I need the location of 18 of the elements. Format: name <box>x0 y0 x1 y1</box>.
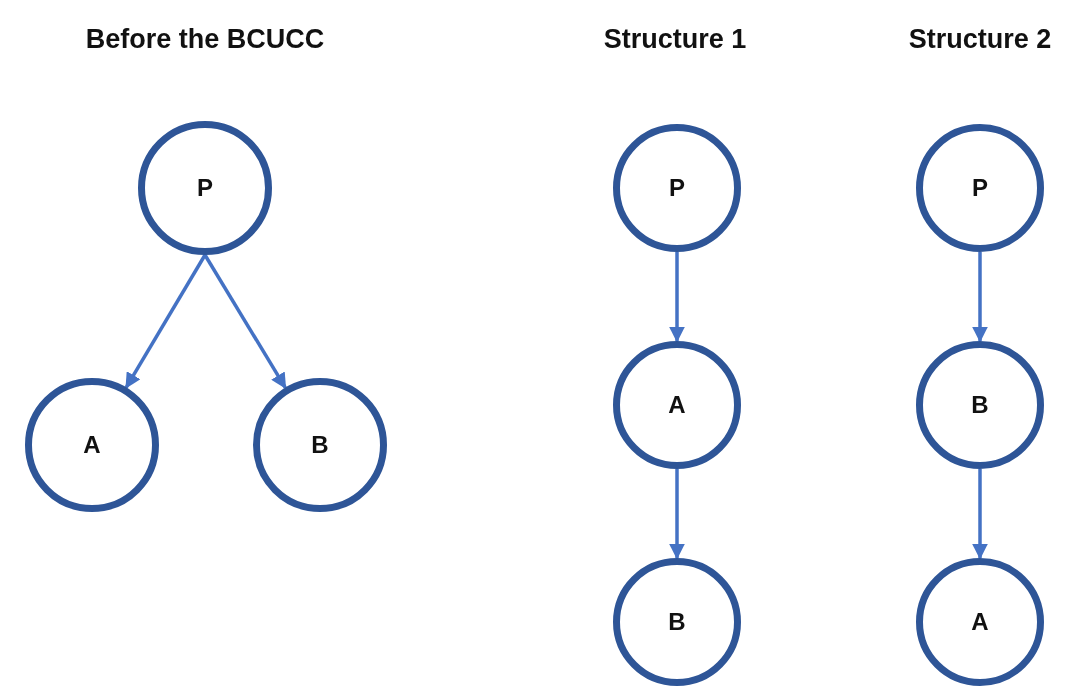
node-label: B <box>668 608 686 636</box>
node-label: P <box>197 174 213 202</box>
arrow <box>972 469 988 560</box>
node-label: P <box>669 174 685 202</box>
node-label: P <box>972 174 988 202</box>
column-heading: Structure 1 <box>603 24 747 55</box>
node-label: B <box>971 391 989 419</box>
node-label: A <box>668 391 686 419</box>
column-heading: Before the BCUCC <box>85 24 325 55</box>
arrow <box>203 254 287 390</box>
arrow <box>669 469 685 560</box>
arrow <box>972 252 988 343</box>
column-heading: Structure 2 <box>908 24 1052 55</box>
node-label: A <box>971 608 989 636</box>
node-label: B <box>311 431 329 459</box>
node-label: A <box>83 431 101 459</box>
arrow <box>124 254 207 389</box>
arrow <box>669 252 685 343</box>
